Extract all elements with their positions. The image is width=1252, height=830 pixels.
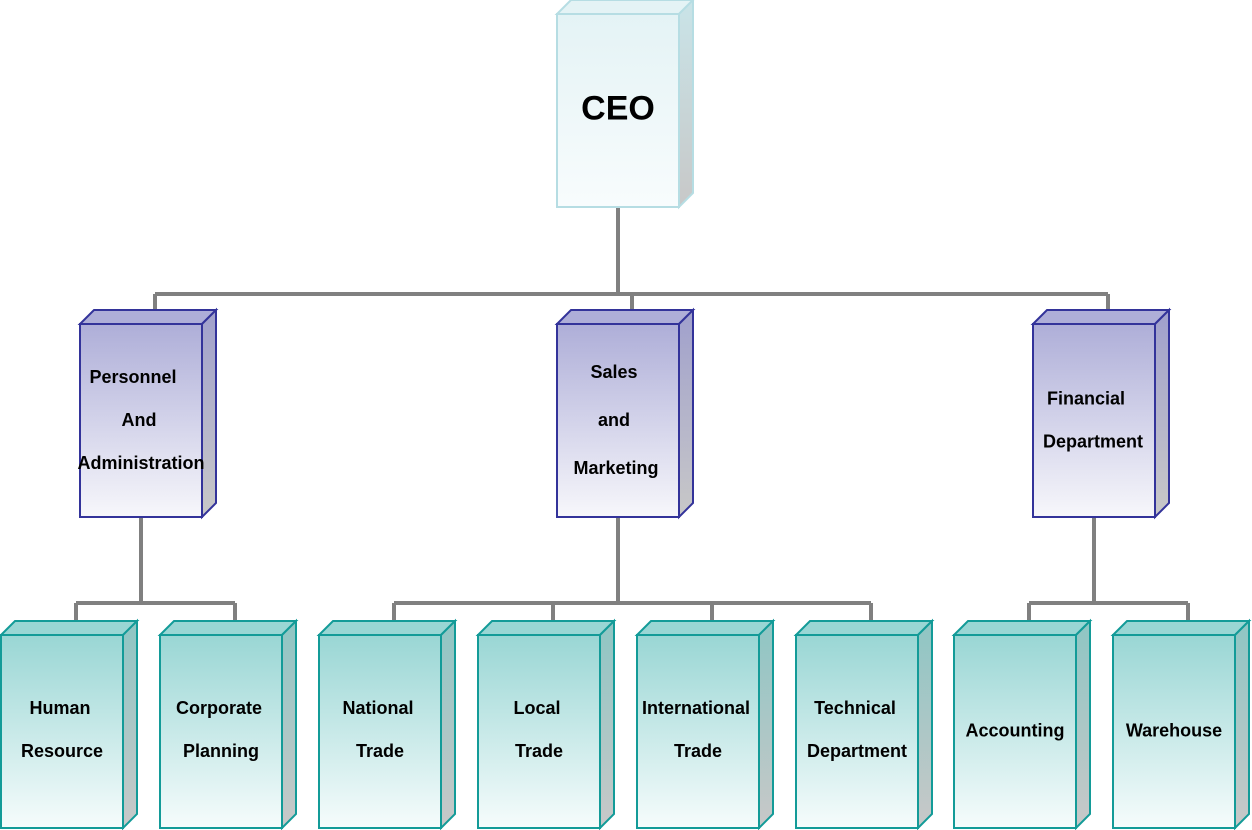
node-label-line: Accounting <box>966 721 1065 741</box>
box-front-face <box>953 634 1077 829</box>
box-front-face <box>1032 323 1156 518</box>
box-side-face <box>1075 618 1091 830</box>
box-front-face <box>795 634 919 829</box>
org-node-warehouse[interactable]: Warehouse <box>1110 618 1252 830</box>
node-label-line: Trade <box>674 741 722 761</box>
box-top-face <box>157 620 299 636</box>
node-label-line: Sales <box>590 362 637 382</box>
node-label-line: National <box>342 698 413 718</box>
box-top-face <box>77 309 219 325</box>
node-label-line: Financial <box>1047 389 1125 409</box>
box-top-face <box>793 620 935 636</box>
node-label-line: Planning <box>183 741 259 761</box>
box-top-face <box>0 620 140 636</box>
box-top-face <box>316 620 458 636</box>
box-front-face <box>159 634 283 829</box>
box-front-face <box>556 323 680 518</box>
box-side-face <box>1234 618 1250 830</box>
node-label-line: Local <box>513 698 560 718</box>
box-side-face <box>1154 307 1170 520</box>
connectors <box>74 207 1190 621</box>
node-label-line: and <box>598 410 630 430</box>
node-label-line: International <box>642 698 750 718</box>
box-top-face <box>634 620 776 636</box>
node-label-line: Warehouse <box>1126 721 1222 741</box>
node-label-line: Department <box>807 741 907 761</box>
box-front-face <box>477 634 601 829</box>
node-label-line: Department <box>1043 432 1143 452</box>
box-front-face <box>0 634 124 829</box>
node-label-line: CEO <box>581 90 655 128</box>
org-node-accounting[interactable]: Accounting <box>951 618 1093 830</box>
box-top-face <box>475 620 617 636</box>
box-side-face <box>281 618 297 830</box>
box-side-face <box>599 618 615 830</box>
box-top-face <box>951 620 1093 636</box>
node-label-line: Resource <box>21 741 103 761</box>
box-top-face <box>1110 620 1252 636</box>
node-label-line: Trade <box>515 741 563 761</box>
node-label-line: Trade <box>356 741 404 761</box>
node-label-line: Technical <box>814 698 896 718</box>
box-side-face <box>678 307 694 520</box>
box-top-face <box>554 0 695 15</box>
box-front-face <box>1112 634 1236 829</box>
org-node-ceo[interactable]: CEO <box>554 0 695 210</box>
box-top-face <box>554 309 696 325</box>
box-front-face <box>79 323 203 518</box>
box-side-face <box>440 618 456 830</box>
box-side-face <box>122 618 138 830</box>
box-side-face <box>758 618 774 830</box>
node-label-line: Corporate <box>176 698 262 718</box>
box-side-face <box>678 0 694 210</box>
box-front-face <box>636 634 760 829</box>
box-side-face <box>201 307 217 520</box>
box-top-face <box>1030 309 1172 325</box>
node-label-line: Administration <box>77 453 204 473</box>
node-label-line: Marketing <box>573 458 658 478</box>
node-label-line: Human <box>29 698 90 718</box>
box-front-face <box>556 13 680 208</box>
node-label-line: And <box>122 410 157 430</box>
node-label-line: Personnel <box>89 367 176 387</box>
box-front-face <box>318 634 442 829</box>
box-side-face <box>917 618 933 830</box>
